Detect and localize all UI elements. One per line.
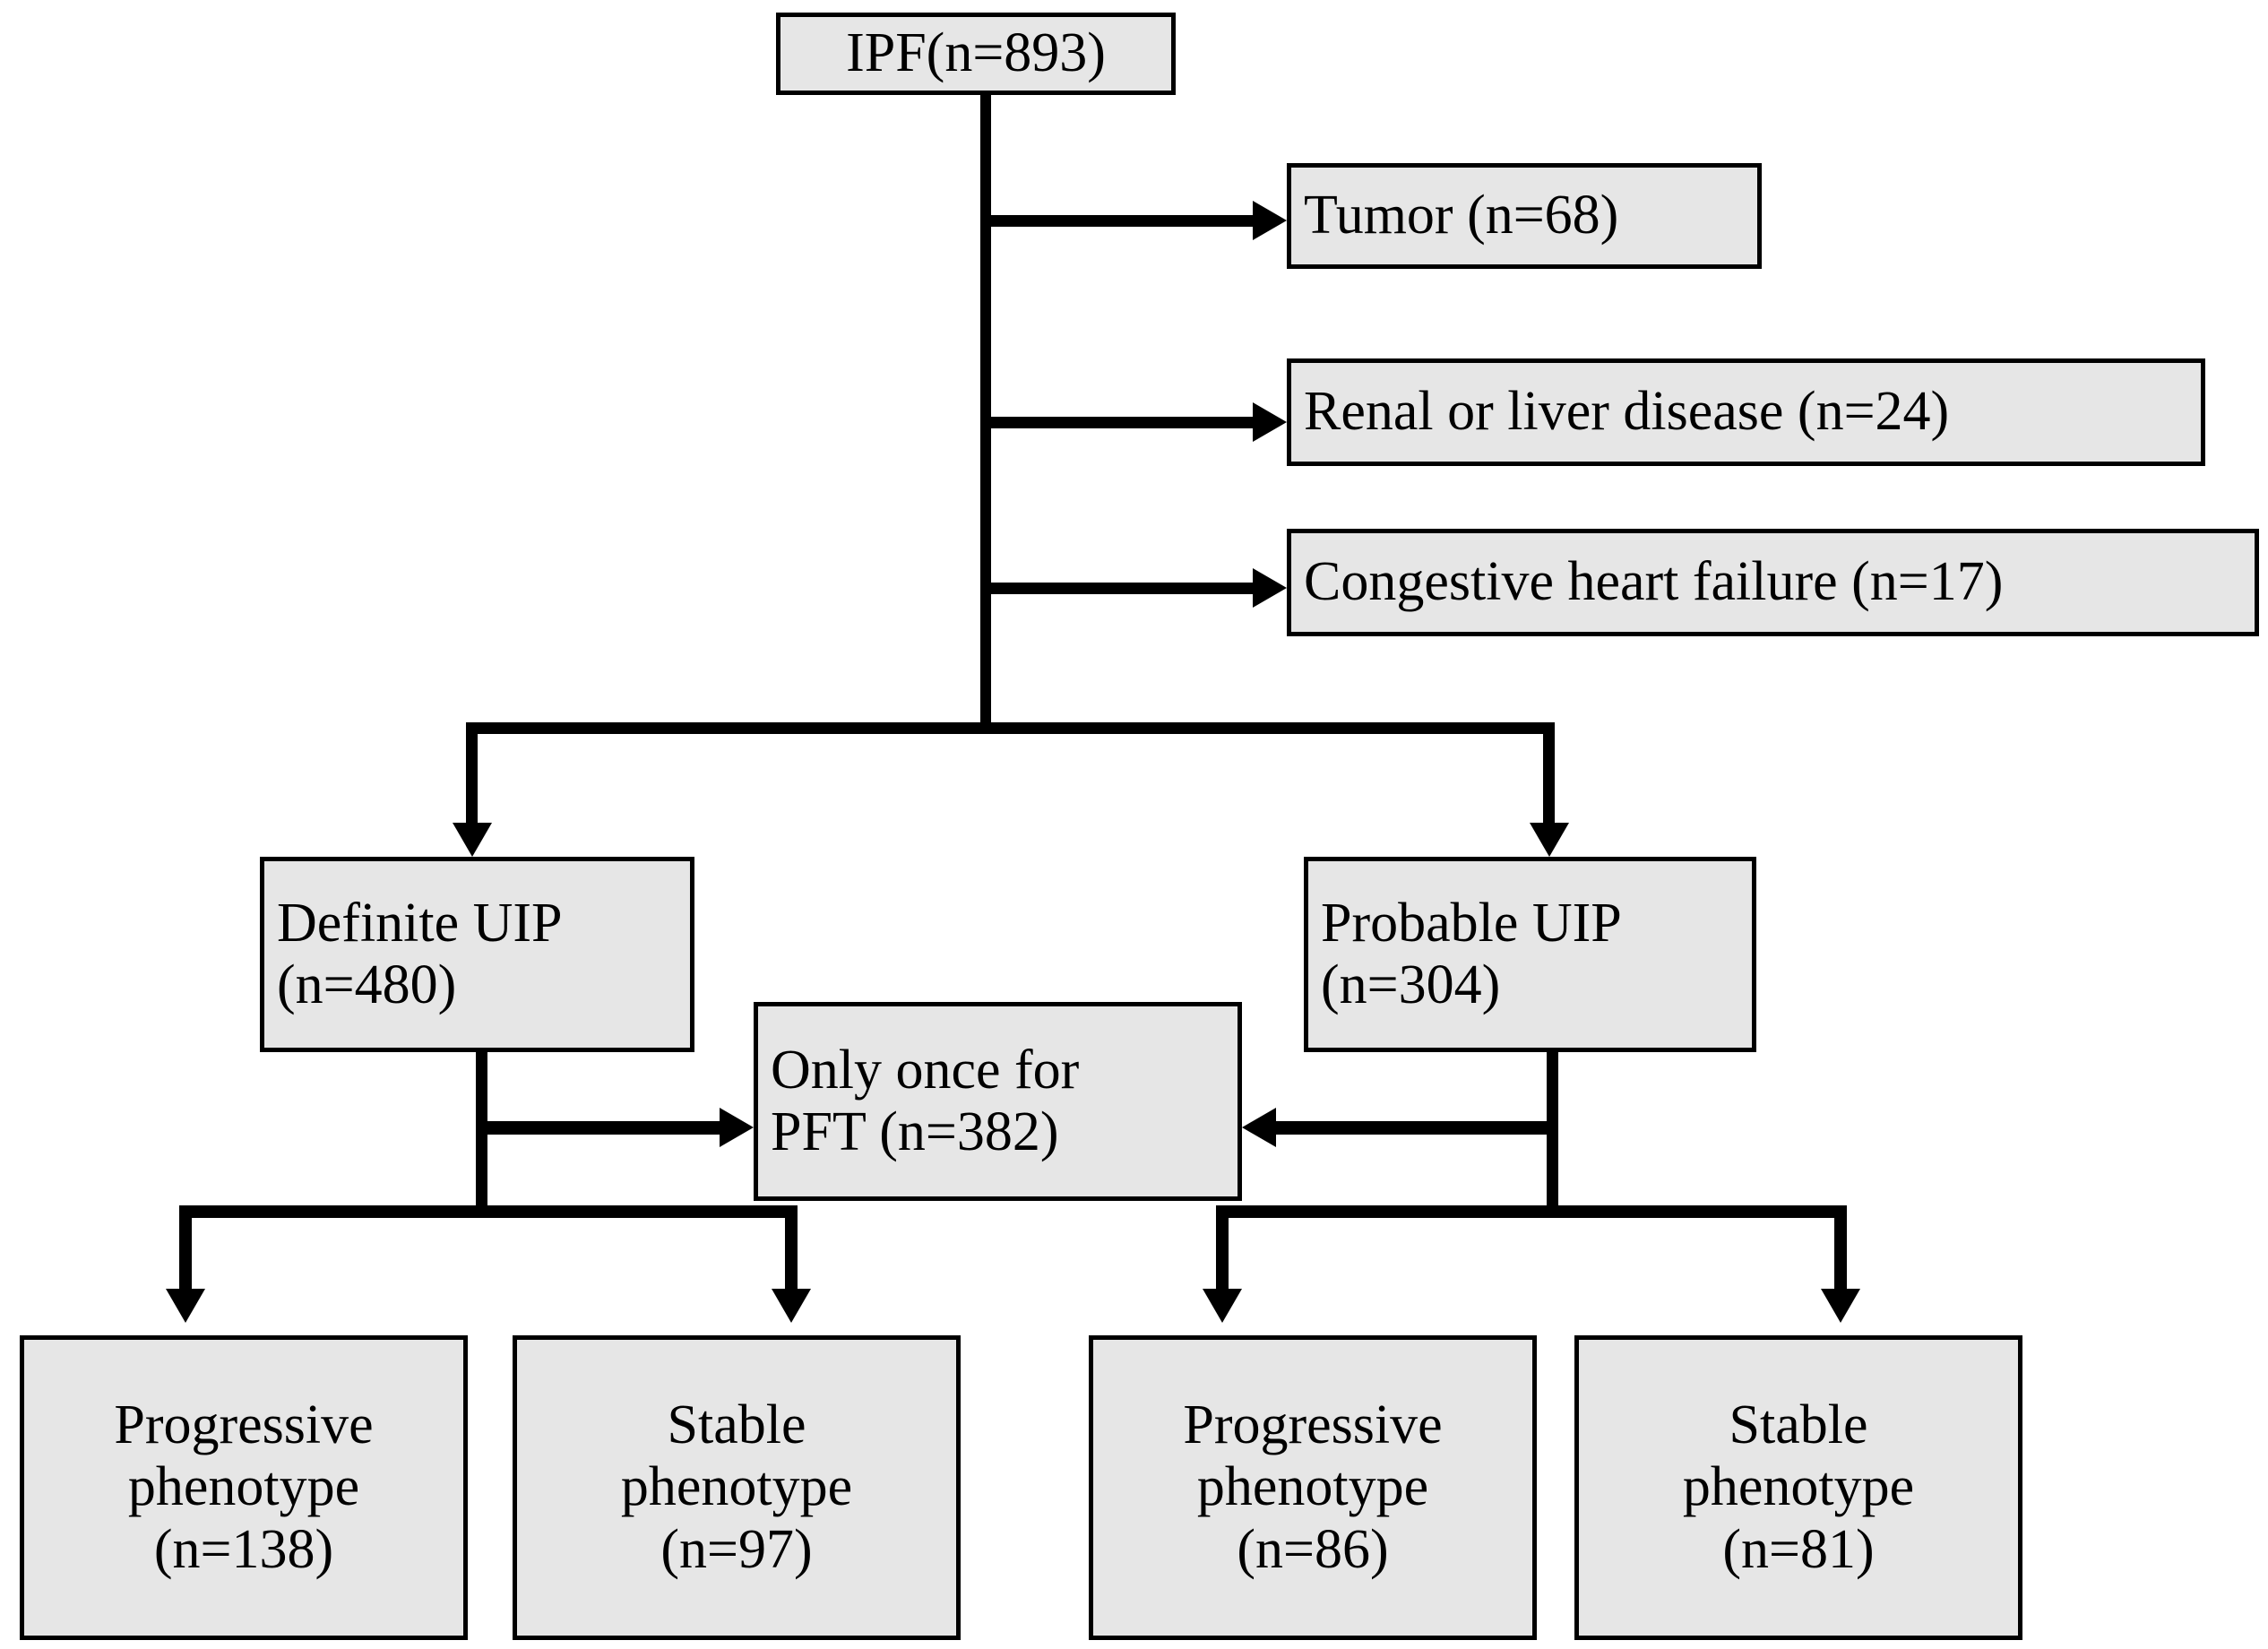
node-definite-stable-line2: phenotype [620, 1456, 853, 1518]
connector-definite-stable-drop [785, 1205, 798, 1295]
connector-probable-children-bar [1216, 1205, 1847, 1218]
node-ipf-label: IPF(n=893) [846, 22, 1106, 84]
node-tumor: Tumor (n=68) [1287, 163, 1762, 269]
arrow-probable-to-pft [1242, 1108, 1276, 1147]
node-probable-uip-line1: Probable UIP [1321, 892, 1622, 954]
node-definite-progressive: Progressive phenotype (n=138) [20, 1335, 468, 1640]
connector-probable-drop [1543, 722, 1555, 828]
node-renal-liver: Renal or liver disease (n=24) [1287, 358, 2205, 466]
node-probable-stable-line3: (n=81) [1722, 1518, 1875, 1580]
arrow-probable-stable [1821, 1289, 1860, 1323]
connector-uip-split-bar [466, 722, 1555, 734]
connector-definite-children-bar [179, 1205, 798, 1218]
node-only-once-pft: Only once for PFT (n=382) [754, 1002, 1242, 1201]
node-probable-stable-line1: Stable [1729, 1394, 1868, 1455]
connector-definite-stem [476, 1052, 487, 1216]
node-tumor-label: Tumor (n=68) [1304, 185, 1619, 246]
arrow-probable-uip [1530, 823, 1569, 857]
arrow-definite-to-pft [720, 1108, 754, 1147]
connector-exclusion-chf [986, 583, 1255, 594]
node-definite-stable: Stable phenotype (n=97) [513, 1335, 961, 1640]
node-definite-stable-line3: (n=97) [660, 1518, 813, 1580]
node-probable-stable: Stable phenotype (n=81) [1574, 1335, 2022, 1640]
node-probable-progressive-line3: (n=86) [1237, 1518, 1389, 1580]
arrow-definite-stable [772, 1289, 811, 1323]
arrow-exclusion-chf [1253, 568, 1287, 608]
node-probable-uip-line2: (n=304) [1321, 954, 1501, 1015]
node-definite-progressive-line2: phenotype [127, 1456, 360, 1518]
connector-root-trunk [980, 95, 991, 733]
arrow-definite-progressive [166, 1289, 205, 1323]
connector-definite-to-pft [482, 1121, 721, 1135]
connector-probable-stem [1547, 1052, 1558, 1216]
arrow-exclusion-tumor [1253, 201, 1287, 240]
node-definite-stable-line1: Stable [667, 1394, 806, 1455]
node-probable-stable-line2: phenotype [1682, 1456, 1915, 1518]
node-only-once-pft-line2: PFT (n=382) [771, 1101, 1059, 1162]
node-probable-progressive-line2: phenotype [1196, 1456, 1429, 1518]
connector-probable-progressive-drop [1216, 1205, 1229, 1295]
node-only-once-pft-line1: Only once for [771, 1039, 1080, 1101]
node-definite-progressive-line3: (n=138) [153, 1518, 334, 1580]
arrow-probable-progressive [1203, 1289, 1242, 1323]
node-ipf: IPF(n=893) [776, 13, 1176, 95]
arrow-definite-uip [453, 823, 492, 857]
node-definite-progressive-line1: Progressive [114, 1394, 374, 1455]
node-definite-uip-line1: Definite UIP [277, 892, 563, 954]
connector-probable-to-pft [1276, 1121, 1549, 1135]
node-renal-liver-label: Renal or liver disease (n=24) [1304, 381, 1950, 443]
connector-exclusion-tumor [986, 215, 1255, 227]
node-chf: Congestive heart failure (n=17) [1287, 529, 2259, 636]
node-probable-progressive: Progressive phenotype (n=86) [1089, 1335, 1537, 1640]
node-probable-uip: Probable UIP (n=304) [1304, 857, 1756, 1052]
connector-probable-stable-drop [1834, 1205, 1847, 1295]
node-definite-uip: Definite UIP (n=480) [260, 857, 694, 1052]
connector-definite-drop [466, 722, 478, 828]
connector-exclusion-renal-liver [986, 417, 1255, 428]
node-probable-progressive-line1: Progressive [1183, 1394, 1443, 1455]
connector-definite-progressive-drop [179, 1205, 192, 1295]
node-definite-uip-line2: (n=480) [277, 954, 457, 1015]
node-chf-label: Congestive heart failure (n=17) [1304, 551, 2004, 613]
arrow-exclusion-renal-liver [1253, 402, 1287, 442]
